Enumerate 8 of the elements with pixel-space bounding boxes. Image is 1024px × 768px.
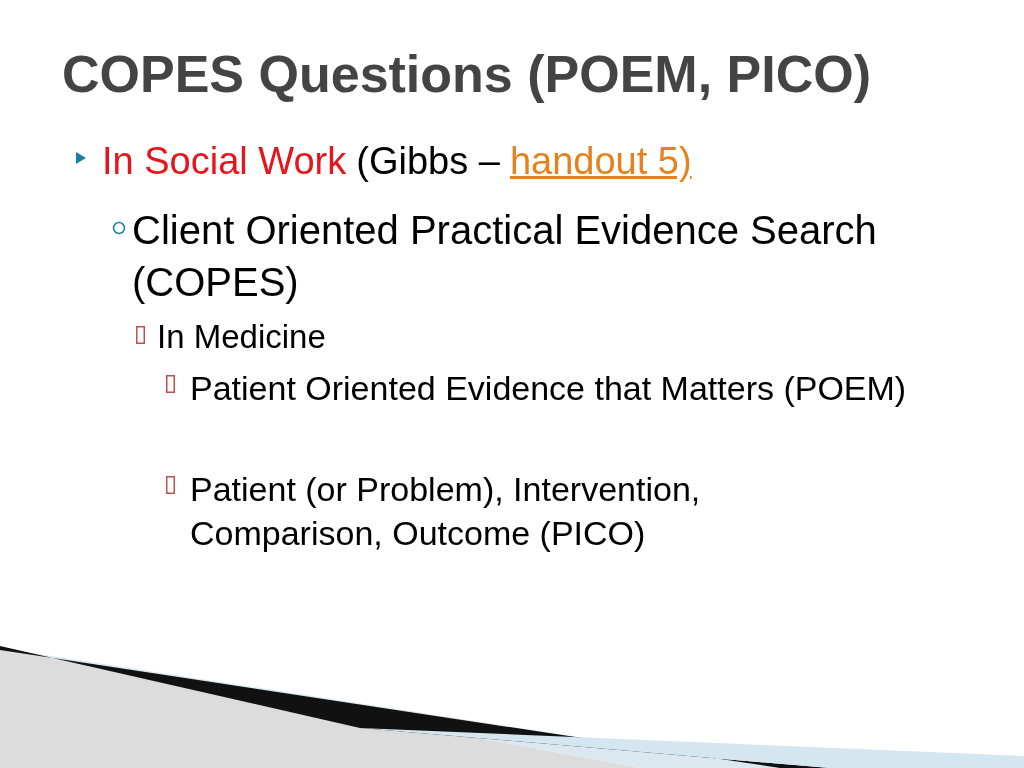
bullet-text: Patient (or Problem), Intervention, Comparison, Outcome (PICO)	[190, 469, 702, 555]
topic-text: In Social Work	[102, 140, 347, 182]
handout-link: handout 5)	[509, 140, 692, 182]
bullet-text: Patient Oriented Evidence that Matters (POEM)	[190, 368, 908, 409]
bullet-text: Client Oriented Practical Evidence Search (COPES)	[132, 207, 878, 306]
bullet-text: In Medicine	[157, 317, 327, 357]
slide-title: COPES Questions (POEM, PICO)	[62, 44, 871, 104]
citation-text: (Gibbs –	[356, 140, 500, 182]
